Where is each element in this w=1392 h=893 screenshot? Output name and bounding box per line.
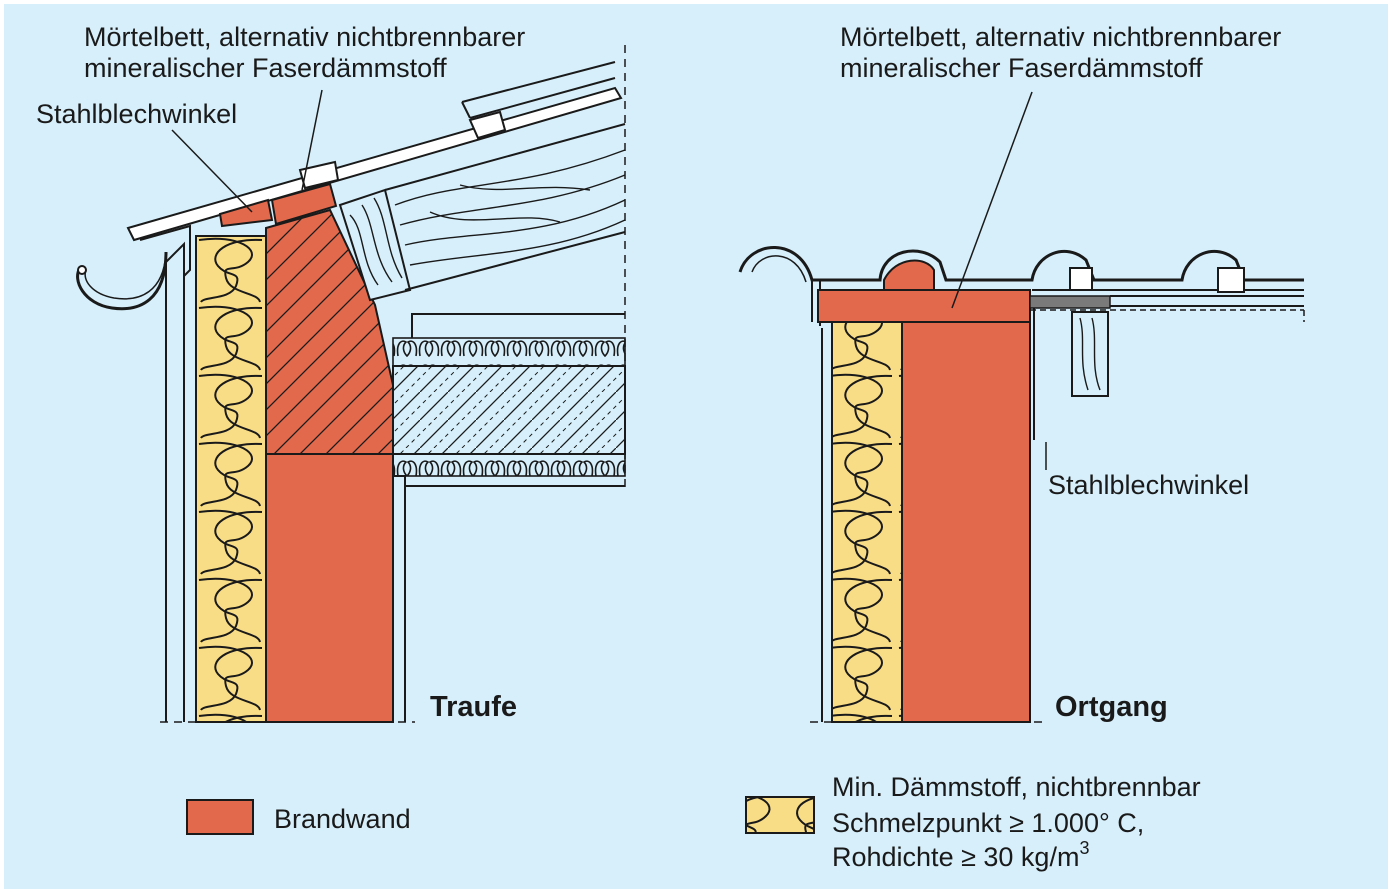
traufe-insulation: [195, 235, 267, 723]
gutter-icon: [76, 251, 168, 311]
traufe-leader-moertel: [301, 89, 323, 191]
legend-daemm-line2: Schmelzpunkt ≥ 1.000° C,: [832, 808, 1144, 838]
legend-brandwand-label: Brandwand: [274, 804, 411, 834]
traufe-slab-insulation-bottom: [392, 453, 626, 477]
legend-daemm-line3-sup: 3: [1079, 838, 1089, 858]
ortgang-brandwand: [901, 321, 1031, 723]
construction-diagram: Mörtelbett, alternativ nichtbrennbarer m…: [36, 22, 1305, 872]
traufe-detail: Mörtelbett, alternativ nichtbrennbarer m…: [36, 22, 626, 723]
ortgang-batten: [1071, 311, 1109, 397]
traufe-slab-insulation-top: [392, 337, 626, 367]
traufe-floor-slab: [392, 365, 626, 455]
traufe-cladding: [165, 241, 185, 722]
ortgang-leader-moertel: [951, 91, 1033, 309]
traufe-leader-stahl: [171, 129, 253, 213]
legend: Brandwand Min. Dämmstoff, nichtbrennbar …: [186, 772, 1201, 872]
ortgang-moertelbett: [817, 289, 1031, 323]
traufe-label-stahl: Stahlblechwinkel: [36, 99, 237, 129]
legend-daemm-line1: Min. Dämmstoff, nichtbrennbar: [832, 772, 1201, 802]
ortgang-tile-profile: [738, 246, 1304, 282]
ortgang-stahlblechwinkel: [1029, 295, 1111, 309]
diagram-frame: Mörtelbett, alternativ nichtbrennbarer m…: [4, 4, 1388, 889]
ortgang-title: Ortgang: [1055, 691, 1168, 723]
legend-brandwand-swatch: [186, 799, 254, 835]
traufe-brandwand: [265, 453, 394, 723]
legend-daemm-line3: Rohdichte ≥ 30 kg/m3: [832, 838, 1089, 872]
legend-daemm-line3-text: Rohdichte ≥ 30 kg/m: [832, 842, 1079, 872]
traufe-moertelbett: [270, 182, 338, 226]
ortgang-insulation: [831, 321, 903, 723]
traufe-label-moertel-1: Mörtelbett, alternativ nichtbrennbarer: [84, 22, 525, 52]
traufe-title: Traufe: [430, 691, 517, 723]
ortgang-detail: Mörtelbett, alternativ nichtbrennbarer m…: [738, 22, 1305, 723]
ortgang-label-moertel-2: mineralischer Faserdämmstoff: [840, 53, 1203, 83]
ortgang-label-moertel-1: Mörtelbett, alternativ nichtbrennbarer: [840, 22, 1281, 52]
traufe-stahlblechwinkel: [218, 198, 274, 228]
ortgang-label-stahl: Stahlblechwinkel: [1048, 470, 1249, 500]
legend-daemmstoff-swatch: [745, 796, 815, 834]
traufe-label-moertel-2: mineralischer Faserdämmstoff: [84, 53, 447, 83]
